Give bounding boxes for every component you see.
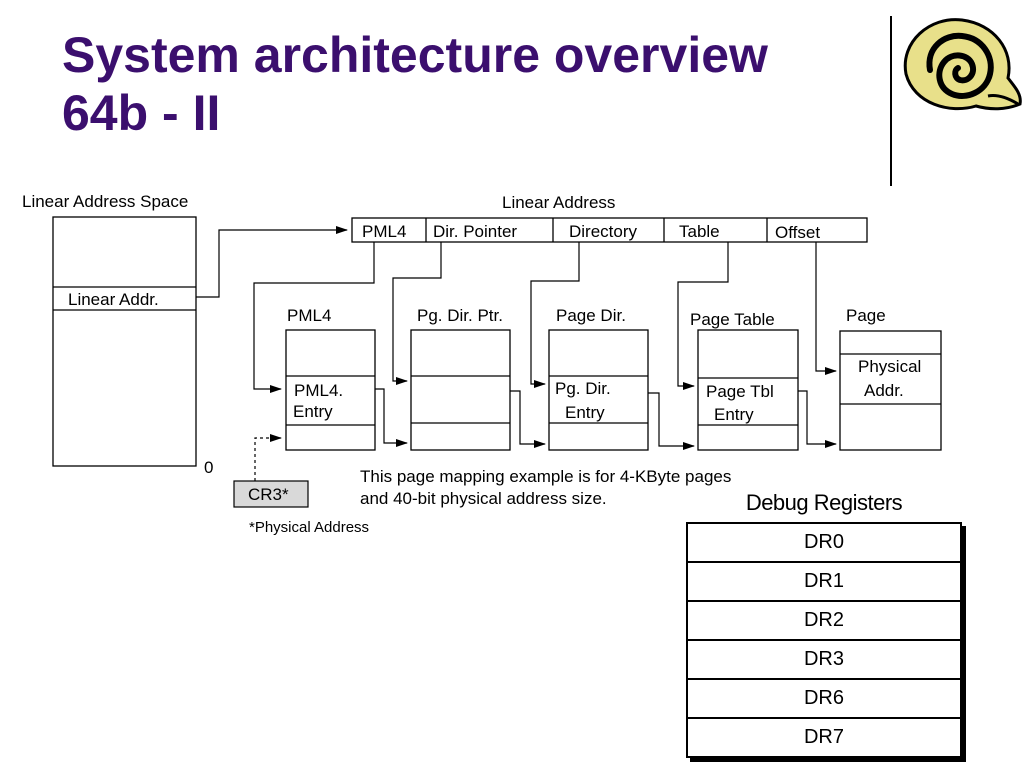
page-entry-line2: Addr. — [864, 381, 904, 400]
directory-field-arrow — [530, 242, 580, 388]
pml4-entry-line1: PML4. — [294, 381, 343, 400]
linear-address-fields — [351, 217, 868, 243]
debug-registers-title: Debug Registers — [745, 490, 903, 515]
pd-title: Page Dir. — [556, 306, 626, 325]
linear-address-space-label: Linear Address Space — [22, 192, 188, 211]
linear-addr-arrow — [196, 226, 348, 298]
pd-entry-arrow — [648, 392, 695, 450]
cr3-label: CR3* — [248, 485, 289, 504]
note-line-2: and 40-bit physical address size. — [360, 489, 607, 508]
page-title: Page — [846, 306, 886, 325]
pd-entry-line2: Entry — [565, 403, 605, 422]
debug-register-row: DR6 — [688, 678, 960, 717]
physical-address-footnote: *Physical Address — [249, 519, 369, 536]
pml4-entry-arrow — [375, 388, 408, 447]
page-box — [839, 330, 942, 451]
offset-field-arrow — [815, 242, 837, 375]
cr3-register-box — [233, 480, 309, 508]
note-line-1: This page mapping example is for 4-KByte… — [360, 467, 731, 486]
pml4-title: PML4 — [287, 306, 331, 325]
title-divider — [890, 16, 892, 186]
pd-entry-line1: Pg. Dir. — [555, 379, 611, 398]
pdp-table — [410, 329, 511, 451]
pt-title: Page Table — [690, 310, 775, 329]
slide-title-line-2: 64b - II — [62, 85, 221, 141]
pml4-field-arrow — [253, 242, 375, 393]
pt-entry-line2: Entry — [714, 405, 754, 424]
pml4-entry-line2: Entry — [293, 402, 333, 421]
field-pml4: PML4 — [362, 222, 406, 241]
cr3-arrow — [254, 434, 282, 481]
debug-registers-table: DR0 DR1 DR2 DR3 DR6 DR7 — [686, 522, 962, 758]
pd-table — [548, 329, 649, 451]
linear-address-space-box — [52, 216, 197, 467]
spiral-shell-icon — [903, 18, 1022, 111]
pt-table — [697, 329, 799, 451]
linear-address-label: Linear Address — [502, 193, 615, 212]
pml4-table — [285, 329, 376, 451]
dir-pointer-field-arrow — [392, 242, 442, 385]
debug-register-row: DR2 — [688, 600, 960, 639]
field-offset: Offset — [775, 223, 820, 242]
pt-entry-arrow — [798, 390, 837, 448]
page-entry-line1: Physical — [858, 357, 921, 376]
slide-title: System architecture overview 64b - II — [62, 26, 768, 142]
debug-register-row: DR1 — [688, 561, 960, 600]
field-table: Table — [679, 222, 720, 241]
debug-register-row: DR7 — [688, 717, 960, 756]
pt-entry-line1: Page Tbl — [706, 382, 774, 401]
field-directory: Directory — [569, 222, 638, 241]
slide-title-line-1: System architecture overview — [62, 27, 768, 83]
pdp-entry-arrow — [510, 390, 546, 448]
address-zero-label: 0 — [204, 458, 213, 477]
field-dir-pointer: Dir. Pointer — [433, 222, 517, 241]
debug-register-row: DR3 — [688, 639, 960, 678]
table-field-arrow — [677, 242, 729, 390]
pdp-title: Pg. Dir. Ptr. — [417, 306, 503, 325]
linear-addr-entry: Linear Addr. — [68, 290, 159, 309]
debug-register-row: DR0 — [803, 531, 844, 553]
